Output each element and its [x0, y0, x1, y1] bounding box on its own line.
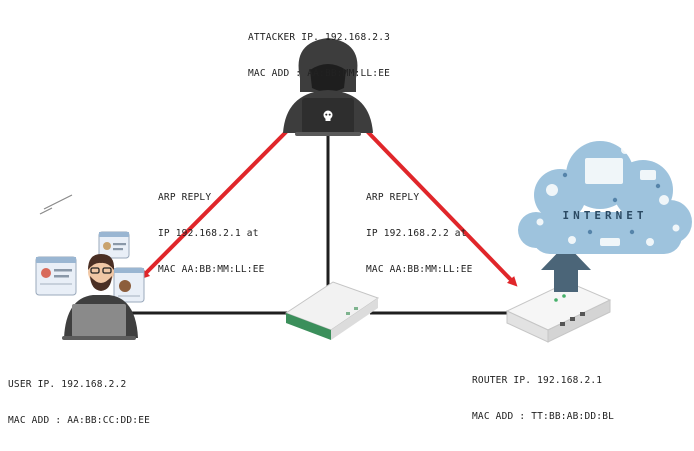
- cloud-label: INTERNET: [563, 209, 648, 222]
- attacker-label: ATTACKER IP. 192.168.2.3 MAC ADD : AA:BB…: [248, 8, 390, 104]
- router-label: ROUTER IP. 192.168.2.1 MAC ADD : TT:BB:A…: [472, 351, 614, 447]
- arp-arrow-to-router: [362, 126, 518, 287]
- router-mac: MAC ADD : TT:BB:AB:DD:BL: [472, 411, 615, 422]
- arp-reply-arrows: [139, 126, 518, 287]
- router-ip: ROUTER IP. 192.168.2.1: [472, 375, 603, 386]
- cloud-icon: [518, 141, 692, 254]
- arp-right-title: ARP REPLY: [366, 192, 420, 203]
- router-icon: [505, 281, 612, 343]
- user-mac: MAC ADD : AA:BB:CC:DD:EE: [8, 415, 151, 426]
- laptop-icon: [62, 304, 136, 340]
- hacker-icon: [283, 38, 373, 136]
- arp-left-title: ARP REPLY: [158, 192, 212, 203]
- attacker-ip: ATTACKER IP. 192.168.2.3: [248, 32, 391, 43]
- arp-right-mac: MAC AA:BB:MM:LL:EE: [366, 264, 473, 275]
- profile-cards: [35, 231, 145, 303]
- arp-reply-right-label: ARP REPLY IP 192.168.2.2 at MAC AA:BB:MM…: [366, 168, 473, 300]
- upload-arrow-icon: [541, 244, 591, 292]
- arp-left-ip: IP 192.168.2.1 at: [158, 228, 259, 239]
- network-cables: [120, 135, 510, 315]
- attacker-mac: MAC ADD : AA:BB:MM:LL:EE: [248, 68, 391, 79]
- user-ip: USER IP. 192.168.2.2: [8, 379, 127, 390]
- decorative-lines: [39, 194, 73, 215]
- arp-reply-left-label: ARP REPLY IP 192.168.2.1 at MAC AA:BB:MM…: [158, 168, 265, 300]
- network-diagram-canvas: INTERNET: [35, 38, 692, 343]
- arp-arrow-to-user: [139, 126, 292, 280]
- switch-icon: [284, 281, 380, 340]
- arp-left-mac: MAC AA:BB:MM:LL:EE: [158, 264, 265, 275]
- user-icon: [35, 231, 145, 340]
- arp-spoofing-diagram: INTERNET ATTACKER IP. 192.168.2.3 MAC AD…: [8, 8, 692, 426]
- skull-icon: [323, 110, 333, 121]
- user-label: USER IP. 192.168.2.2 MAC ADD : AA:BB:CC:…: [8, 355, 150, 451]
- arp-right-ip: IP 192.168.2.2 at: [366, 228, 467, 239]
